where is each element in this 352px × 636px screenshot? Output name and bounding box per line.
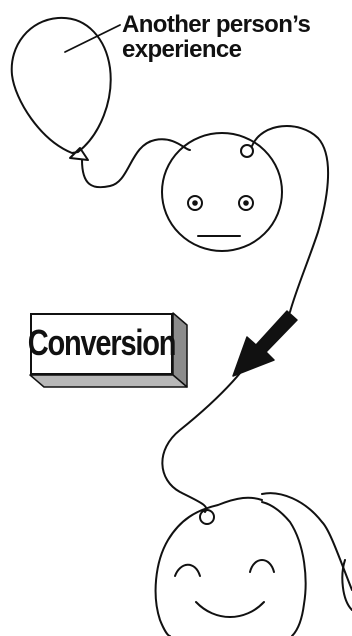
- conversion-label: Conversion: [28, 323, 176, 364]
- balloon-label: Another person’s experience: [122, 12, 350, 62]
- connecting-string-upper: [252, 126, 328, 312]
- balloon-label-line2: experience: [122, 37, 350, 62]
- balloon-icon: [12, 18, 111, 160]
- balloon-string: [82, 139, 190, 187]
- happy-face-icon: [156, 493, 352, 636]
- neutral-face-icon: [162, 133, 282, 251]
- arrow-down-left-icon: [233, 311, 297, 376]
- balloon-label-line1: Another person’s: [122, 12, 350, 37]
- connecting-string-lower: [162, 372, 241, 512]
- label-pointer-line: [65, 25, 120, 52]
- conversion-box: Conversion: [30, 313, 173, 375]
